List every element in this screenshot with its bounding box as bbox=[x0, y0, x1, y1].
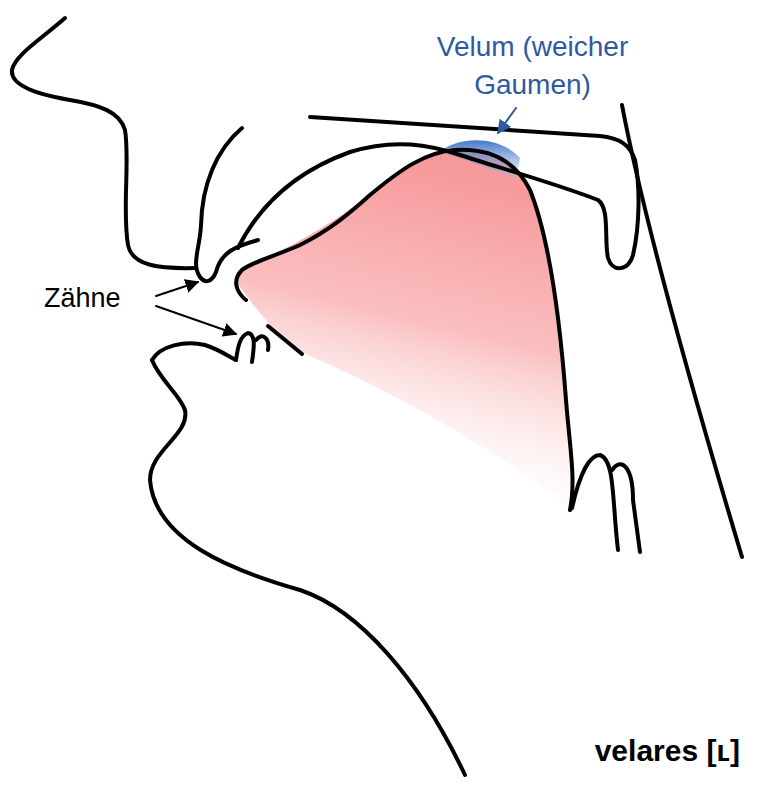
tongue-fill bbox=[236, 150, 571, 510]
mouth-floor bbox=[268, 326, 302, 354]
upper-tooth bbox=[196, 128, 258, 281]
sound-caption: velares [ʟ] bbox=[595, 733, 740, 769]
leader-arrow bbox=[498, 108, 516, 133]
part-label: Velum (weicher Gaumen) bbox=[390, 28, 675, 104]
pharynx-wall bbox=[622, 105, 742, 557]
part-label: Zähne bbox=[44, 282, 121, 314]
leader-arrow bbox=[156, 306, 236, 334]
face-profile bbox=[12, 18, 196, 268]
epiglottis bbox=[612, 464, 640, 552]
chin-neck bbox=[150, 360, 465, 775]
leader-arrow bbox=[156, 282, 198, 296]
lower-tooth bbox=[236, 333, 254, 362]
lower-lip bbox=[152, 343, 236, 360]
lower-tooth bbox=[256, 336, 268, 350]
tongue-outline bbox=[236, 150, 572, 510]
